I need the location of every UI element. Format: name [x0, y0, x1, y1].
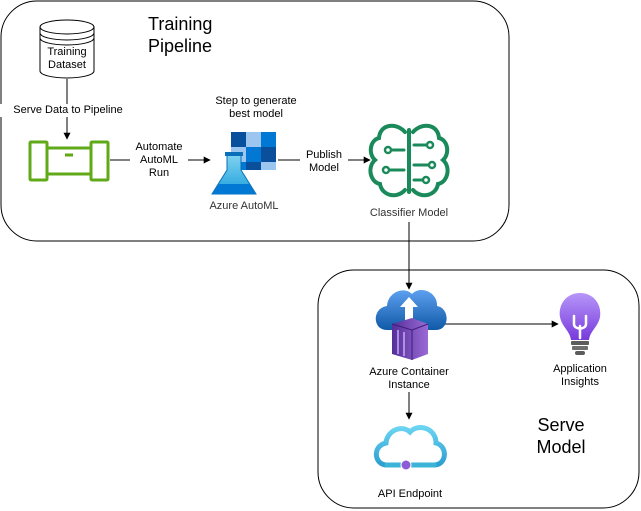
- application-insights-label-line2: Insights: [561, 376, 599, 388]
- pipeline-icon: [28, 140, 110, 182]
- automl-step-label-line2: best model: [229, 108, 283, 120]
- automate-edge-label-line1: Automate: [135, 141, 183, 153]
- brain-icon: [368, 123, 450, 198]
- azure-container-instance-icon: [375, 289, 447, 360]
- application-insights-label: Application Insights: [540, 363, 620, 389]
- application-insights-label-line1: Application: [553, 363, 607, 375]
- training-pipeline-group: [0, 0, 510, 242]
- training-pipeline-title: Training Pipeline: [148, 13, 212, 57]
- publish-edge-label: Publish Model: [300, 149, 348, 175]
- automate-edge-label-line3: Run: [148, 167, 170, 179]
- aci-label: Azure Container Instance: [354, 366, 464, 392]
- classifier-model-label: Classifier Model: [369, 207, 449, 219]
- api-cloud-icon: [373, 425, 447, 471]
- training-dataset-label-line2: Dataset: [48, 59, 86, 71]
- database-icon: [39, 19, 95, 79]
- azure-automl-label: Azure AutoML: [209, 200, 279, 212]
- automate-edge-label-line2: AutoML: [140, 154, 178, 166]
- serve-data-edge-label: Serve Data to Pipeline: [0, 104, 136, 117]
- serve-model-title-line2: Model: [536, 437, 586, 457]
- api-endpoint-label: API Endpoint: [377, 488, 443, 500]
- training-pipeline-title-line1: Training: [148, 14, 213, 34]
- training-pipeline-title-line2: Pipeline: [148, 36, 213, 56]
- aci-label-line1: Azure Container: [369, 366, 449, 378]
- automl-step-label-line1: Step to generate: [215, 95, 297, 107]
- azure-automl-icon: [211, 152, 257, 195]
- training-dataset-label-line1: Training: [47, 46, 87, 58]
- aci-label-line2: Instance: [388, 379, 430, 391]
- training-dataset-label: Training Dataset: [40, 46, 94, 72]
- serve-model-title-line1: Serve: [537, 415, 585, 435]
- publish-edge-label-line2: Model: [309, 162, 339, 174]
- lightbulb-icon: [559, 293, 601, 355]
- automl-step-label: Step to generate best model: [204, 95, 308, 121]
- publish-edge-label-line1: Publish: [305, 149, 343, 161]
- automate-edge-label: Automate AutoML Run: [130, 141, 188, 180]
- serve-model-title: Serve Model: [526, 414, 596, 458]
